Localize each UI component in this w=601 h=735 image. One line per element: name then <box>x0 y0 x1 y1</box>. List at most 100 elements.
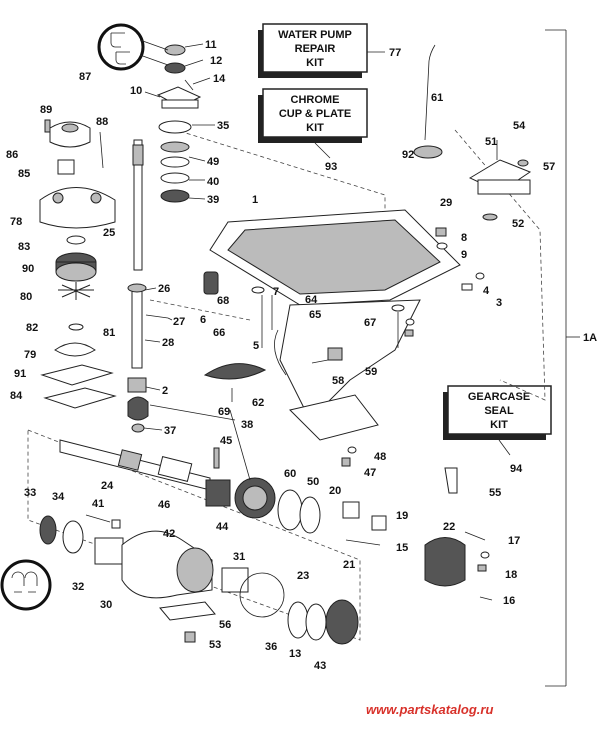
callout: 57 <box>543 161 555 173</box>
callout: 79 <box>24 349 36 361</box>
callout: 84 <box>10 390 23 402</box>
callout: 1 <box>252 194 258 206</box>
callout: 10 <box>130 85 142 97</box>
assembly-label: 1A <box>583 332 597 344</box>
callout: 49 <box>207 156 219 168</box>
callout: 6 <box>200 314 206 326</box>
kit-line: SEAL <box>484 405 514 417</box>
callout: 48 <box>374 451 386 463</box>
callout: 41 <box>92 498 104 510</box>
callout: 55 <box>489 487 501 499</box>
callout: 15 <box>396 542 408 554</box>
callout: 69 <box>218 406 230 418</box>
callout: 12 <box>210 55 222 67</box>
callout: 5 <box>253 340 259 352</box>
callout: 59 <box>365 366 377 378</box>
kit-line: WATER PUMP <box>278 29 352 41</box>
callout: 81 <box>103 327 115 339</box>
watermark: www.partskatalog.ru <box>366 702 493 717</box>
callout: 32 <box>72 581 84 593</box>
callout: 90 <box>22 263 34 275</box>
callout: 16 <box>503 595 515 607</box>
callout: 60 <box>284 468 296 480</box>
callout: 67 <box>364 317 376 329</box>
chrome-cup-kit-box: CHROME CUP & PLATE KIT <box>258 88 368 143</box>
callout: 37 <box>164 425 176 437</box>
callout: 30 <box>100 599 112 611</box>
callout: 9 <box>461 249 467 261</box>
callout: 64 <box>305 294 318 306</box>
callout: 45 <box>220 435 232 447</box>
callout: 13 <box>289 648 301 660</box>
callout: 62 <box>252 397 264 409</box>
callout: 36 <box>265 641 277 653</box>
callout: 3 <box>496 297 502 309</box>
shift-parts <box>341 44 532 494</box>
kit-line: KIT <box>306 57 324 69</box>
callout: 66 <box>213 327 225 339</box>
seal-icon-top <box>97 23 145 71</box>
callout: 61 <box>431 92 443 104</box>
callout: 26 <box>158 283 170 295</box>
callout: 14 <box>213 73 226 85</box>
callout: 18 <box>505 569 517 581</box>
callout: 46 <box>158 499 170 511</box>
water-pump-kit-box: WATER PUMP REPAIR KIT <box>258 23 368 78</box>
callout: 42 <box>163 528 175 540</box>
callout: 53 <box>209 639 221 651</box>
lower-frame <box>27 429 361 641</box>
callout: 7 <box>273 286 279 298</box>
callout: 78 <box>10 216 22 228</box>
kit-line: KIT <box>306 122 324 134</box>
callout: 85 <box>18 168 30 180</box>
callout: 27 <box>173 316 185 328</box>
callout: 54 <box>513 120 526 132</box>
callout: 89 <box>40 104 52 116</box>
leader-lines <box>139 39 251 481</box>
callout: 2 <box>162 385 168 397</box>
callout: 87 <box>79 71 91 83</box>
callout: 17 <box>508 535 520 547</box>
callout: 83 <box>18 241 30 253</box>
kit-line: REPAIR <box>295 43 336 55</box>
kit-line: CHROME <box>291 94 340 106</box>
callout: 22 <box>443 521 455 533</box>
callout: 93 <box>325 161 337 173</box>
gearcase-seal-kit-box: GEARCASE SEAL KIT <box>443 385 552 440</box>
propshaft-parts <box>39 439 493 645</box>
callout: 44 <box>216 521 229 533</box>
callout: 58 <box>332 375 344 387</box>
callout: 31 <box>233 551 245 563</box>
kit-line: CUP & PLATE <box>279 108 351 120</box>
callout: 29 <box>440 197 452 209</box>
callout: 91 <box>14 368 26 380</box>
callout: 39 <box>207 194 219 206</box>
callout: 56 <box>219 619 231 631</box>
callout: 38 <box>241 419 253 431</box>
callout: 52 <box>512 218 524 230</box>
callouts: 11 12 14 10 35 49 40 39 89 87 88 86 85 7… <box>6 39 555 672</box>
callout: 68 <box>217 295 229 307</box>
callout: 24 <box>101 480 114 492</box>
callout: 21 <box>343 559 355 571</box>
callout: 40 <box>207 176 219 188</box>
kit-line: KIT <box>490 419 508 431</box>
callout: 23 <box>297 570 309 582</box>
seal-icon-bottom <box>0 559 52 611</box>
gearcase-outline <box>149 124 386 321</box>
callout: 20 <box>329 485 341 497</box>
callout: 82 <box>26 322 38 334</box>
callout: 50 <box>307 476 319 488</box>
callout: 65 <box>309 309 321 321</box>
callout: 86 <box>6 149 18 161</box>
callout: 33 <box>24 487 36 499</box>
callout: 8 <box>461 232 467 244</box>
callout: 51 <box>485 136 497 148</box>
callout: 92 <box>402 149 414 161</box>
assembly-bracket: 1A <box>545 29 597 687</box>
callout: 94 <box>510 463 523 475</box>
callout: 4 <box>483 285 490 297</box>
callout: 43 <box>314 660 326 672</box>
callout: 11 <box>205 39 217 51</box>
